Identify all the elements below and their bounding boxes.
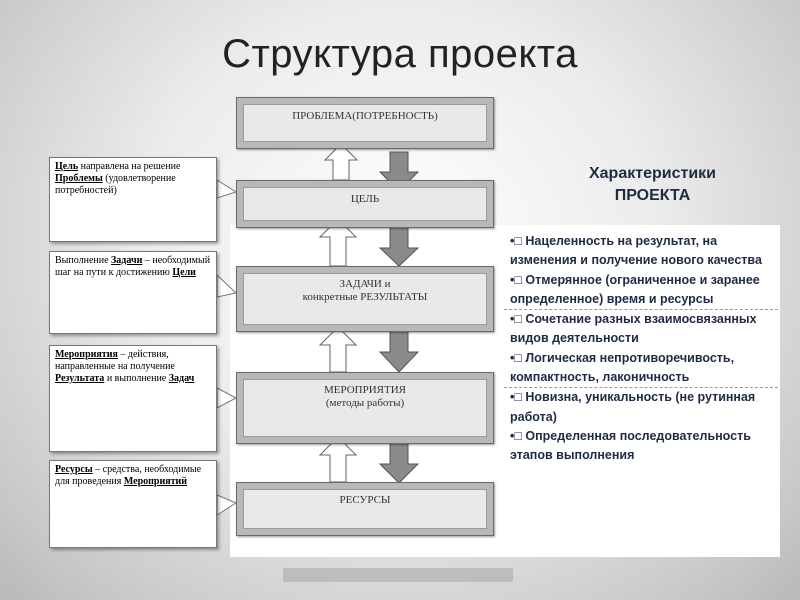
divider (504, 387, 778, 389)
characteristic-item-2: •□ Отмерянное (ограниченное и заранее оп… (510, 272, 760, 306)
characteristic-item-6: •□ Определенная последовательность этапо… (510, 428, 751, 463)
stage-activities-label: МЕРОПРИЯТИЯ (методы работы) (323, 384, 407, 409)
stage-problem: ПРОБЛЕМА(ПОТРЕБНОСТЬ) (236, 97, 494, 149)
stage-activities-box: МЕРОПРИЯТИЯ (методы работы) (243, 379, 487, 437)
callout-activities: Мероприятия – действия, направленные на … (49, 345, 217, 452)
callout-text: направлена на решение (78, 161, 181, 172)
footer-bar (283, 568, 513, 582)
down-arrow-icon (378, 225, 420, 267)
callout-text: Задачи (111, 255, 143, 266)
stage-problem-label: ПРОБЛЕМА(ПОТРЕБНОСТЬ) (292, 110, 438, 122)
callout-text: – действия, направленные на получение (55, 349, 175, 372)
callout-tasks: Выполнение Задачи – необходимый шаг на п… (49, 251, 217, 334)
callout-text: Ресурсы (55, 464, 93, 475)
characteristics-title: Характеристики ПРОЕКТА (540, 163, 765, 207)
characteristic-item-5: •□ Новизна, уникальность (не рутинная ра… (510, 390, 756, 424)
up-arrow-icon (323, 143, 359, 181)
callout-text: – средства, необходимые для проведения (55, 464, 202, 487)
callout-goal: Цель направлена на решение Проблемы (удо… (49, 157, 217, 242)
callout-text: Цель (55, 161, 79, 172)
stage-tasks: ЗАДАЧИ и конкретные РЕЗУЛЬТАТЫ (236, 266, 494, 332)
callout-text: Мероприятия (55, 349, 118, 360)
callout-text: и выполнение (104, 373, 169, 384)
callout-pointer (216, 387, 238, 409)
callout-text: Мероприятий (123, 476, 188, 487)
stage-tasks-box: ЗАДАЧИ и конкретные РЕЗУЛЬТАТЫ (243, 273, 487, 325)
callout-pointer (216, 494, 238, 516)
stage-resources: РЕСУРСЫ (236, 482, 494, 536)
characteristic-item-4: •□ Логическая непротиворечивость, компак… (510, 350, 735, 385)
stage-goal-label: ЦЕЛЬ (350, 193, 380, 205)
down-arrow-icon (378, 330, 420, 373)
characteristics-list: •□ Нацеленность на результат, на изменен… (504, 232, 778, 466)
characteristic-item-1: •□ Нацеленность на результат, на изменен… (510, 234, 762, 268)
callout-text: Проблемы (55, 173, 103, 184)
up-arrow-icon (318, 326, 358, 373)
divider (504, 309, 778, 311)
callout-text: Цели (172, 267, 196, 278)
stage-goal: ЦЕЛЬ (236, 180, 494, 228)
stage-tasks-label: ЗАДАЧИ и конкретные РЕЗУЛЬТАТЫ (302, 278, 428, 303)
callout-text: Результата (55, 373, 105, 384)
stage-resources-label: РЕСУРСЫ (339, 494, 391, 506)
stage-resources-box: РЕСУРСЫ (243, 489, 487, 529)
callout-text: Задач (168, 373, 195, 384)
characteristics-title-line2: ПРОЕКТА (614, 187, 691, 204)
page-title: Структура проекта (222, 32, 578, 76)
stage-problem-box: ПРОБЛЕМА(ПОТРЕБНОСТЬ) (243, 104, 487, 142)
callout-pointer (216, 273, 238, 298)
down-arrow-icon (378, 442, 420, 484)
characteristics-title-line1: Характеристики (588, 165, 716, 182)
callout-text: Выполнение (55, 255, 112, 266)
callout-resources: Ресурсы – средства, необходимые для пров… (49, 460, 217, 548)
callout-text: – необходимый шаг на пути к достижению (55, 255, 211, 278)
callout-text: (удовлетворение потребностей) (55, 173, 176, 196)
stage-activities: МЕРОПРИЯТИЯ (методы работы) (236, 372, 494, 444)
callout-pointer (216, 179, 238, 199)
stage-goal-box: ЦЕЛЬ (243, 187, 487, 221)
characteristic-item-3: •□ Сочетание разных взаимосвязанных видо… (510, 312, 757, 346)
